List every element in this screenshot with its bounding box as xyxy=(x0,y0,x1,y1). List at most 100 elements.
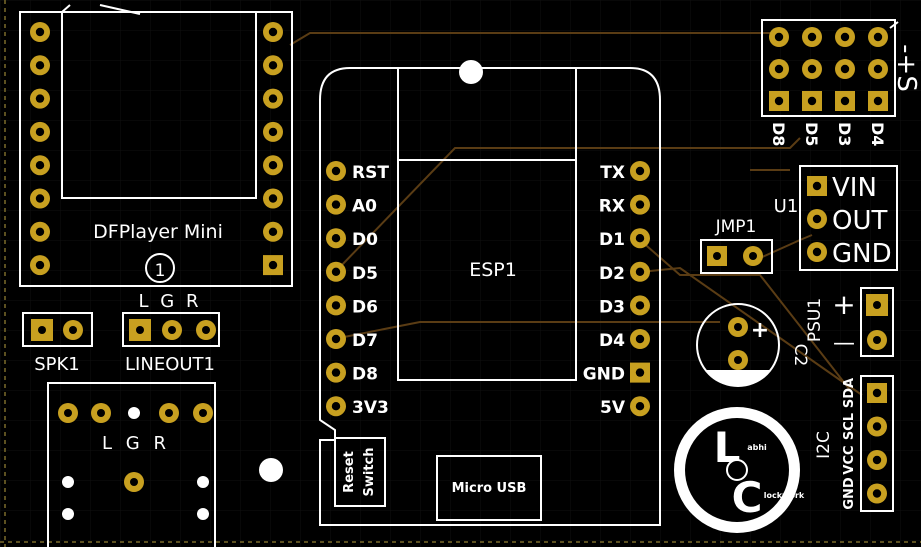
header-pin xyxy=(802,59,822,79)
usb-port xyxy=(436,455,542,521)
pin1-marker: 1 xyxy=(155,261,166,281)
speaker-connector: SPK1 xyxy=(22,312,93,375)
usb-label: Micro USB xyxy=(452,481,527,496)
capacitor-label: C2 xyxy=(790,344,810,367)
esp-pin-label: D1 xyxy=(599,230,625,250)
dfplayer-pin xyxy=(30,155,50,176)
sensor-header: -+S xyxy=(761,19,921,117)
regulator-pin-label: OUT xyxy=(832,206,887,236)
esp-pin-label: RX xyxy=(599,197,625,217)
i2c-label: I2C xyxy=(814,431,834,459)
psu-minus: — xyxy=(833,331,855,356)
esp-pin-label: D3 xyxy=(599,297,625,317)
logo-text-lockwork: lockwork xyxy=(764,491,805,500)
speaker-label: SPK1 xyxy=(34,354,80,375)
i2c-pin xyxy=(867,483,887,504)
esp-pin-label: D8 xyxy=(352,365,378,385)
mounting-hole xyxy=(259,458,283,482)
header-pins xyxy=(769,27,888,111)
dfplayer-pin xyxy=(263,155,283,176)
i2c-pin xyxy=(867,383,887,403)
dfplayer-pin xyxy=(30,221,50,242)
regulator-pin-label: GND xyxy=(832,239,892,269)
i2c-pin-label: GND xyxy=(842,477,857,510)
esp-pin xyxy=(326,228,346,249)
dfplayer-left-pins xyxy=(30,22,50,276)
regulator-label: U1 xyxy=(774,196,799,217)
esp-pin-label: TX xyxy=(600,163,625,183)
lineout-channels: L G R xyxy=(139,291,202,312)
i2c-connector: I2C xyxy=(814,375,894,512)
lineout-label: LINEOUT1 xyxy=(125,354,215,375)
dfplayer-pin xyxy=(30,121,50,142)
header-pin xyxy=(868,59,888,79)
esp-pin xyxy=(630,396,650,417)
logo: L abhi C lockwork xyxy=(674,407,805,533)
dfplayer-pin xyxy=(30,22,50,42)
header-column-label: D5 xyxy=(802,122,821,146)
header-pin xyxy=(835,91,855,111)
esp-module: ESP1 Reset Switch Micro USB xyxy=(319,67,661,526)
header-column-label: D4 xyxy=(868,122,887,146)
header-pin xyxy=(802,91,822,111)
lineout-connector: L G R LINEOUT1 xyxy=(122,291,220,375)
header-pin xyxy=(868,27,888,47)
header-pin xyxy=(868,91,888,111)
esp-pin xyxy=(630,295,650,316)
psu-label: PSU1 xyxy=(805,298,825,342)
esp-pin xyxy=(630,329,650,349)
esp-pin xyxy=(326,194,346,215)
esp-pin-label: 5V xyxy=(600,398,626,418)
jumper-label: JMP1 xyxy=(715,217,757,237)
esp-pin-label: A0 xyxy=(352,197,377,217)
i2c-pin xyxy=(867,416,887,437)
header-pin xyxy=(835,27,855,47)
psu-plus: + xyxy=(832,288,855,321)
esp-pin xyxy=(326,329,346,349)
regulator-pin xyxy=(807,209,827,229)
esp-pin xyxy=(326,261,346,282)
esp-pin xyxy=(630,194,650,215)
regulator-pin xyxy=(807,242,827,262)
esp-pin xyxy=(630,261,650,282)
esp-label: ESP1 xyxy=(469,259,517,281)
esp-pin-label: D6 xyxy=(352,297,378,317)
esp-pin-label: D7 xyxy=(352,331,378,351)
esp-pin-label: 3V3 xyxy=(352,398,389,418)
header-column-label: D3 xyxy=(835,122,854,146)
dfplayer-pin xyxy=(263,221,283,242)
voltage-regulator: U1 xyxy=(774,165,898,271)
i2c-pins: SDA SCL VCC GND xyxy=(842,378,887,510)
mounting-hole xyxy=(459,60,483,84)
audio-jack: L G R xyxy=(47,382,216,547)
dfplayer-pin xyxy=(30,88,50,109)
esp-pin-label: D5 xyxy=(352,264,378,284)
header-pin xyxy=(769,91,789,111)
esp-pin-label: D4 xyxy=(599,331,625,351)
regulator-pin xyxy=(807,176,827,196)
esp-pin-label: RST xyxy=(352,163,389,183)
dfplayer-pin xyxy=(263,22,283,42)
esp-pin xyxy=(630,228,650,249)
i2c-pin-label: VCC xyxy=(842,445,857,474)
esp-pin xyxy=(326,161,346,181)
logo-letter-c: C xyxy=(732,473,763,522)
esp-pin xyxy=(326,295,346,316)
i2c-pin-label: SCL xyxy=(842,413,857,440)
header-pin xyxy=(769,59,789,79)
esp-pin xyxy=(630,161,650,181)
header-pin xyxy=(835,59,855,79)
i2c-pin-label: SDA xyxy=(842,378,857,408)
i2c-pin xyxy=(867,450,887,470)
reset-switch xyxy=(334,437,386,507)
dfplayer-pin xyxy=(263,188,283,209)
regulator-pin-label: VIN xyxy=(832,173,877,203)
esp-pin xyxy=(326,362,346,383)
header-pin xyxy=(769,27,789,47)
